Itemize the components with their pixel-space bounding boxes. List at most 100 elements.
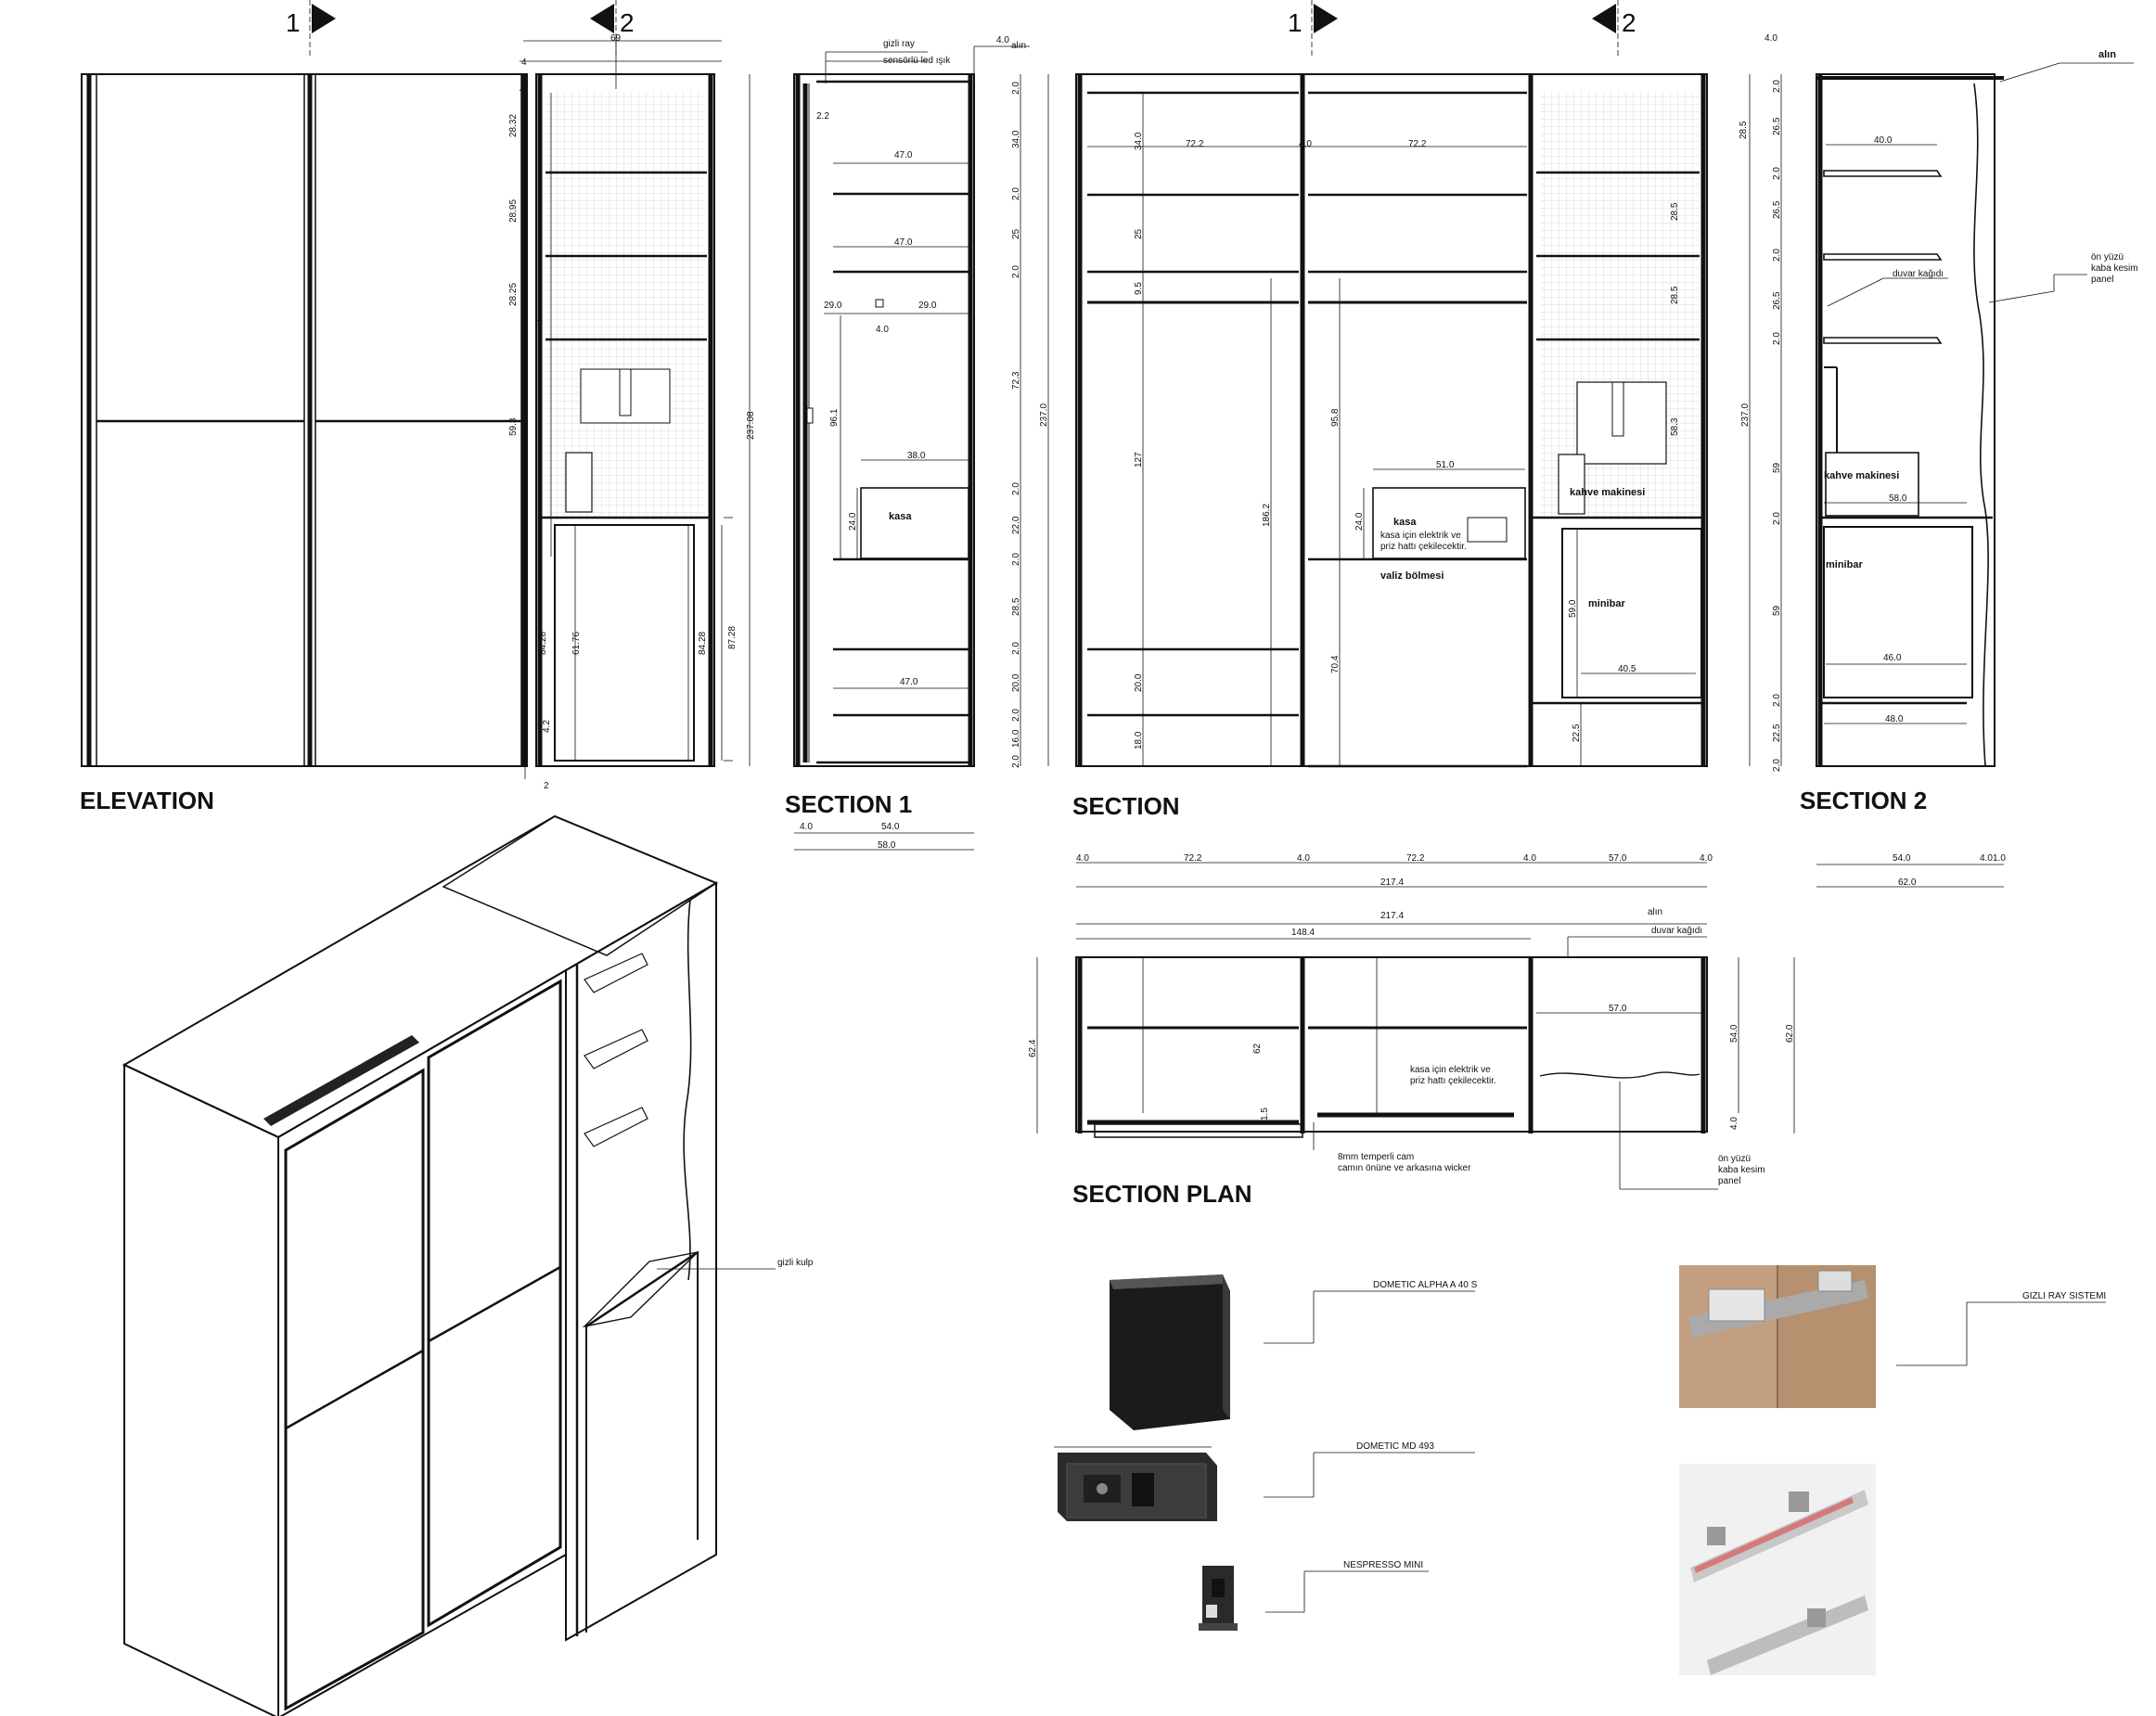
- s1-dim-290a: 29.0: [824, 301, 842, 311]
- s2-dim-265a: 26.5: [1772, 117, 1782, 135]
- elev-dim-23708: 237.08: [746, 411, 756, 440]
- product-rail-label: GIZLI RAY SISTEMI: [2022, 1291, 2106, 1301]
- s2-label-minibar: minibar: [1826, 559, 1863, 570]
- sec-dim-40a: 4.0: [1299, 139, 1312, 149]
- s1-dim-40m: 4.0: [876, 325, 889, 335]
- sec-kasa-note-2: priz hattı çekilecektir.: [1380, 542, 1467, 552]
- s2-dim-20c: 2.0: [1772, 249, 1782, 262]
- marker-1-elevation: 1: [286, 8, 301, 37]
- s1-dim-470c: 47.0: [900, 677, 918, 687]
- sec-dim-225: 22.5: [1572, 724, 1582, 742]
- elev-dim-42: 4.2: [542, 720, 552, 733]
- sec-dim-958: 95.8: [1330, 408, 1341, 427]
- sec-dim-180: 18.0: [1134, 731, 1144, 749]
- sec-label-kasa: kasa: [1393, 517, 1417, 528]
- s1-dim-20b: 2.0: [1011, 187, 1021, 200]
- s1-dim-20h: 2.0: [1011, 755, 1021, 768]
- s2-dim-620: 62.0: [1898, 877, 1917, 888]
- plan-dim-2174: 217.4: [1380, 911, 1404, 921]
- sec-bottom-570: 57.0: [1609, 853, 1627, 864]
- s2-dim-20d: 2.0: [1772, 332, 1782, 345]
- product-safe: DOMETIC MD 493: [1054, 1441, 1475, 1521]
- sec-dim-2370: 237.0: [1740, 403, 1751, 427]
- s2-dim-480: 48.0: [1885, 714, 1904, 724]
- s1-dim-2370: 237.0: [1039, 403, 1049, 427]
- plan-temperli-1: 8mm temperli cam: [1338, 1152, 1414, 1162]
- s1-dim-290b: 29.0: [918, 301, 937, 311]
- s1-dim-20f: 2.0: [1011, 642, 1021, 655]
- s1-dim-723: 72.3: [1011, 371, 1021, 390]
- sec-dim-95: 9.5: [1134, 282, 1144, 295]
- title-section: SECTION: [1072, 792, 1180, 820]
- s1-label-alin: alın: [1011, 41, 1026, 51]
- plan-on-yuzu-3: panel: [1718, 1176, 1740, 1186]
- product-minibar: DOMETIC ALPHA A 40 S: [1110, 1274, 1478, 1430]
- s1-dim-25: 25: [1011, 228, 1021, 239]
- s2-dim-225: 22.5: [1772, 724, 1782, 742]
- plan-dim-15: 1.5: [1260, 1108, 1270, 1121]
- s1-dim-160: 16.0: [1011, 729, 1021, 748]
- plan-dim-62: 62: [1252, 1043, 1263, 1054]
- sec-dim-510: 51.0: [1436, 460, 1455, 470]
- product-safe-label: DOMETIC MD 493: [1356, 1441, 1434, 1452]
- sec-dim-200: 20.0: [1134, 673, 1144, 692]
- elev-dim-4: 4: [521, 58, 527, 68]
- s1-dim-580: 58.0: [878, 840, 896, 851]
- s1-dim-380: 38.0: [907, 451, 926, 461]
- title-section-1: SECTION 1: [785, 790, 912, 818]
- elev-dim-8728: 87.28: [727, 626, 738, 649]
- plan-dim-540: 54.0: [1729, 1024, 1739, 1043]
- iso-label-gizli-kulp: gizli kulp: [777, 1258, 814, 1268]
- s2-dim-265b: 26.5: [1772, 200, 1782, 219]
- elev-dim-2b: 2: [544, 781, 549, 791]
- s1-dim-22: 2.2: [816, 111, 829, 122]
- s1-dim-40-top: 4.0: [996, 35, 1009, 45]
- sec-dim-285c: 28.5: [1739, 121, 1749, 139]
- s1-dim-20g: 2.0: [1011, 709, 1021, 722]
- elev-dim-593: 59.3: [508, 417, 519, 436]
- sec-dim-722a: 72.2: [1186, 139, 1204, 149]
- s1-dim-540: 54.0: [881, 822, 900, 832]
- elev-dim-2832: 28.32: [508, 114, 519, 137]
- s2-dim-20a: 2.0: [1772, 80, 1782, 93]
- plan-label-duvar: duvar kağıdı: [1651, 926, 1702, 936]
- s1-dim-470a: 47.0: [894, 150, 913, 160]
- s2-dim-59a: 59: [1772, 462, 1782, 473]
- s2-dim-59b: 59: [1772, 605, 1782, 616]
- sec-bottom-722b: 72.2: [1406, 853, 1425, 864]
- elevation-view: 4 69 28.32 28.95 28.25 2 59.3 84.28 61.7…: [80, 33, 756, 814]
- plan-on-yuzu-2: kaba kesim: [1718, 1165, 1765, 1175]
- s2-label-on-yuzu-3: panel: [2091, 275, 2113, 285]
- s2-dim-265c: 26.5: [1772, 291, 1782, 310]
- marker-2-elevation: 2: [620, 8, 635, 37]
- s1-dim-20e: 2.0: [1011, 553, 1021, 566]
- s1-label-gizli-ray: gizli ray: [883, 39, 915, 49]
- s2-dim-460: 46.0: [1883, 653, 1902, 663]
- s2-label-duvar: duvar kağıdı: [1893, 269, 1944, 279]
- s2-label-alin: alın: [2098, 49, 2116, 60]
- title-section-2: SECTION 2: [1800, 787, 1927, 814]
- s2-label-on-yuzu-1: ön yüzü: [2091, 252, 2124, 263]
- sec-dim-1862: 186.2: [1262, 504, 1272, 527]
- product-rail: GIZLI RAY SISTEMI: [1679, 1265, 2106, 1675]
- sec-dim-405: 40.5: [1618, 664, 1636, 674]
- elev-dim-8428a: 84.28: [538, 632, 548, 655]
- marker-1-section: 1: [1288, 8, 1303, 37]
- sec-dim-722b: 72.2: [1408, 139, 1427, 149]
- plan-dim-570: 57.0: [1609, 1004, 1627, 1014]
- sec-label-valiz: valiz bölmesi: [1380, 570, 1444, 582]
- sec-label-kahve: kahve makinesi: [1570, 487, 1645, 498]
- section-view: 72.2 4.0 72.2 34.0 25 9.5 127 20.0 18.0 …: [1072, 73, 1751, 888]
- s1-dim-220: 22.0: [1011, 516, 1021, 534]
- section-plan-view: 217.4 148.4 alın duvar kağıdı 62.4 62 1.…: [1028, 907, 1795, 1208]
- s2-dim-580: 58.0: [1889, 493, 1907, 504]
- sec-bottom-40c: 4.0: [1523, 853, 1536, 864]
- s2-dim-20f: 2.0: [1772, 694, 1782, 707]
- s1-dim-470b: 47.0: [894, 237, 913, 248]
- s2-dim-540: 54.0: [1893, 853, 1911, 864]
- elev-dim-69: 69: [610, 33, 622, 44]
- s1-dim-240: 24.0: [848, 512, 858, 531]
- sec-bottom-40a: 4.0: [1076, 853, 1089, 864]
- sec-label-minibar: minibar: [1588, 598, 1625, 609]
- plan-kasa-note-2: priz hattı çekilecektir.: [1410, 1076, 1496, 1086]
